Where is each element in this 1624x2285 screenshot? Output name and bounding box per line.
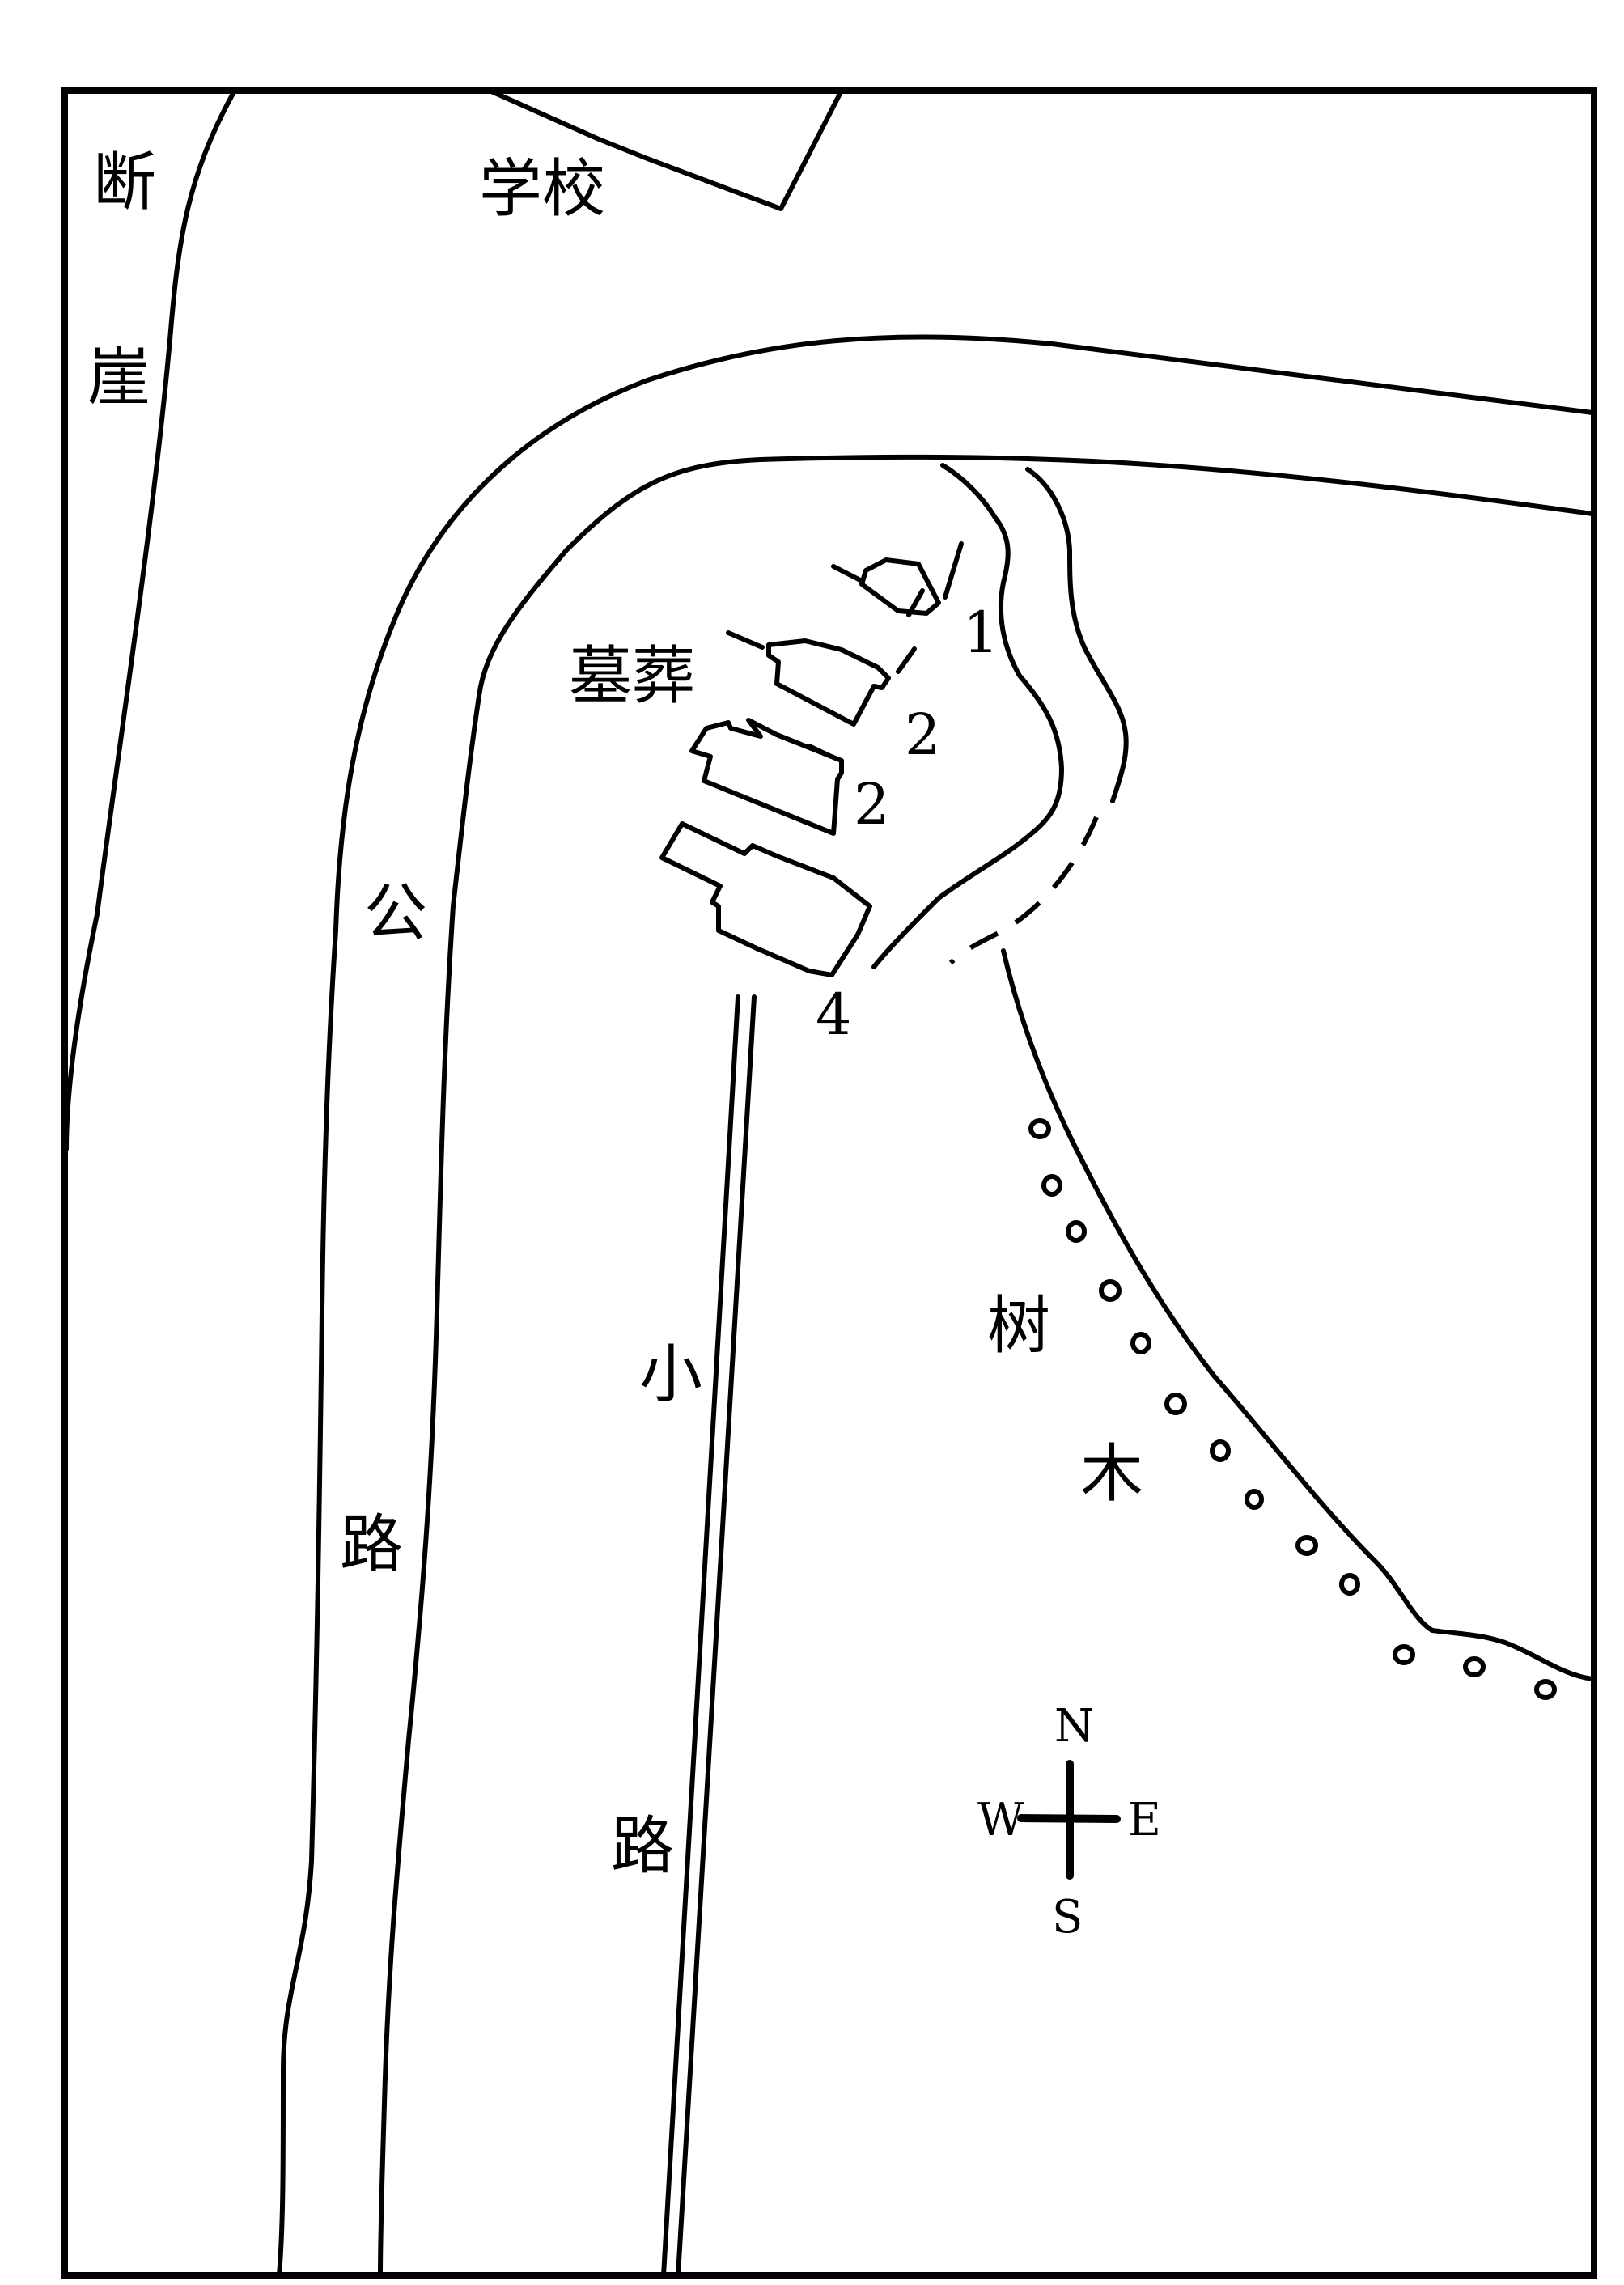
- small-path-west-edge: [661, 994, 740, 2278]
- path-label-char1: 小: [639, 1338, 702, 1411]
- slope-line-west: [871, 463, 1064, 969]
- tree-marker-icon: [1339, 1573, 1360, 1596]
- tree-marker-icon: [1041, 1174, 1062, 1197]
- trees-label-char1: 树: [987, 1290, 1050, 1363]
- tomb-2a-outline: [766, 638, 891, 727]
- tree-markers: [1028, 1118, 1557, 1700]
- tree-line-boundary: [1001, 948, 1595, 1681]
- tomb-2a-axis-dash-east: [896, 646, 917, 674]
- tree-marker-icon: [1130, 1332, 1151, 1354]
- tree-marker-icon: [1463, 1656, 1486, 1677]
- school-boundary: [487, 88, 844, 211]
- tree-marker-icon: [1066, 1220, 1087, 1243]
- tree-marker-icon: [1295, 1535, 1318, 1556]
- highway-label-char2: 路: [340, 1508, 403, 1581]
- map-frame: [61, 87, 1597, 2279]
- tomb-2b-outline: [689, 718, 844, 836]
- small-path-east-edge: [676, 994, 757, 2278]
- tomb-2a-axis-dash-mid: [906, 588, 925, 617]
- compass-east-label: E: [1128, 1794, 1161, 1846]
- tree-marker-icon: [1393, 1644, 1415, 1665]
- slope-line-east-dashed: [948, 816, 1099, 965]
- tomb-1-axis-dash-west: [831, 564, 864, 583]
- compass-south-label: S: [1052, 1891, 1083, 1944]
- compass-north-label: N: [1054, 1700, 1094, 1753]
- highway-label-char1: 公: [364, 877, 427, 950]
- tree-marker-icon: [1099, 1279, 1122, 1302]
- compass-rose-icon: N S W E: [977, 1700, 1161, 1944]
- tomb-1-axis-dash-east: [943, 541, 964, 600]
- tree-marker-icon: [1534, 1679, 1557, 1700]
- tomb-number-2b: 2: [854, 771, 890, 837]
- cliff-label-char1: 断: [93, 146, 156, 219]
- tomb-4-outline: [659, 821, 872, 977]
- tomb-2a-axis-dash-west: [726, 630, 765, 650]
- trees-label-char2: 木: [1080, 1438, 1143, 1511]
- slope-line-east: [1025, 467, 1129, 803]
- school-label: 学校: [479, 153, 605, 226]
- tomb-2b-axis-dash-2: [807, 744, 832, 758]
- tomb-2b-axis-dash-1: [774, 732, 799, 745]
- tomb-number-1: 1: [963, 600, 999, 666]
- cliff-edge: [64, 88, 237, 1151]
- tomb-number-2a: 2: [905, 702, 941, 768]
- path-label-char2: 路: [611, 1810, 674, 1883]
- highway-inner-edge: [378, 454, 1595, 2278]
- tree-marker-icon: [1164, 1393, 1187, 1415]
- compass-horizontal-stroke: [1017, 1814, 1121, 1823]
- tree-marker-icon: [1245, 1489, 1264, 1510]
- tomb-number-4: 4: [816, 981, 852, 1048]
- tree-marker-icon: [1028, 1118, 1051, 1139]
- tree-marker-icon: [1210, 1439, 1231, 1462]
- highway-outer-edge: [277, 334, 1595, 2278]
- compass-west-label: W: [977, 1794, 1024, 1846]
- cliff-label-char2: 崖: [87, 341, 151, 414]
- tomb-1-outline: [859, 557, 941, 616]
- tombs-label: 墓葬: [569, 640, 695, 713]
